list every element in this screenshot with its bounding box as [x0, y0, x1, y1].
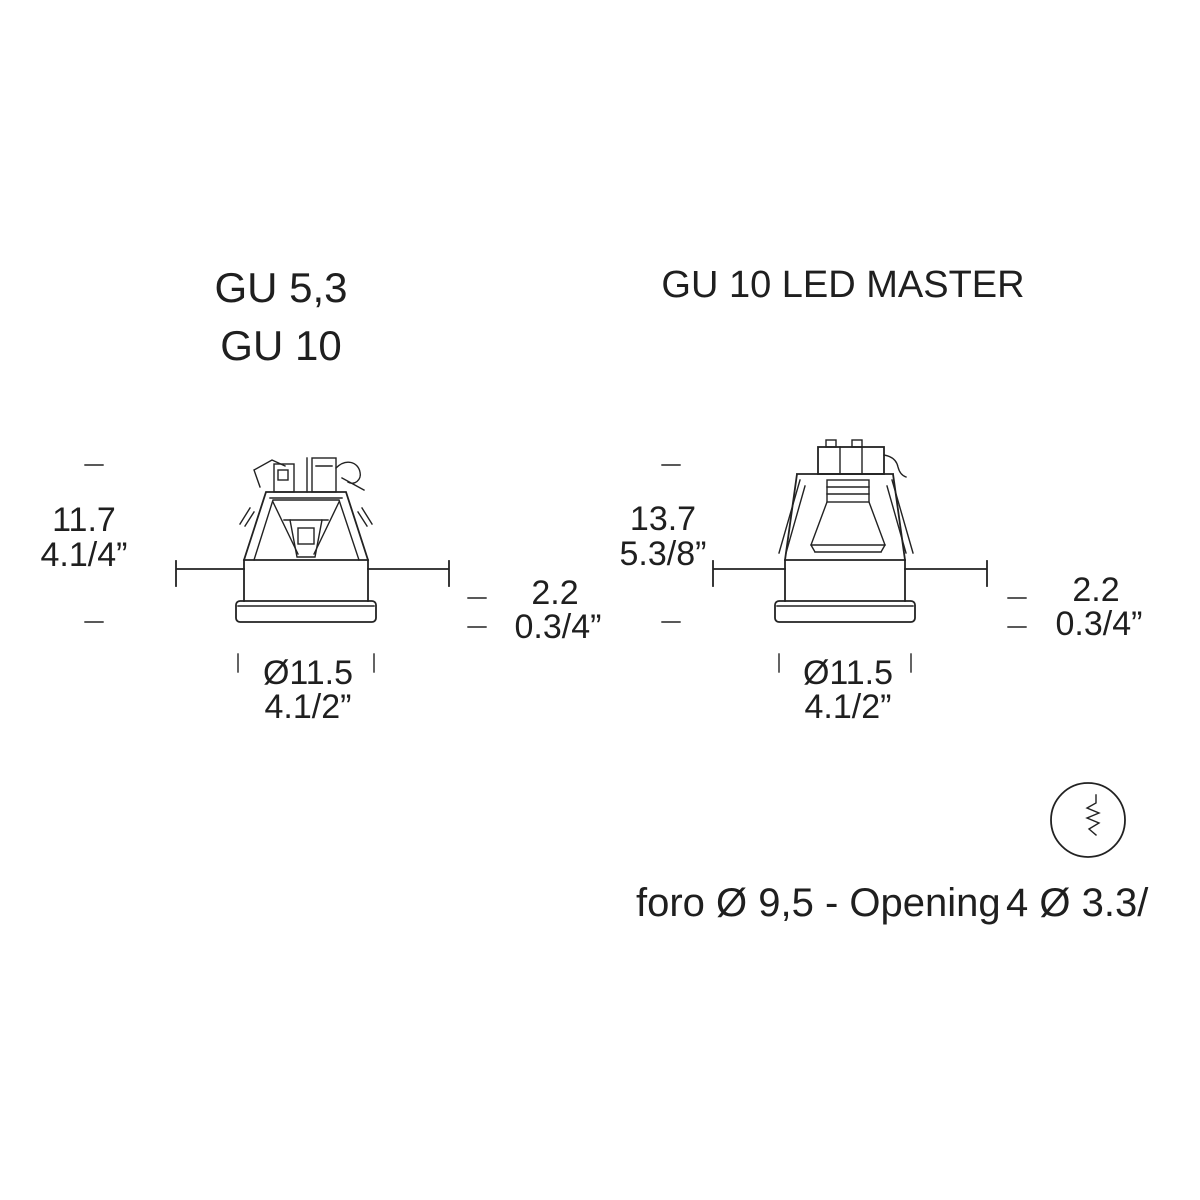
left-fixture-title-line2: GU 10 [220, 322, 341, 369]
left-ceiling-line-left [175, 560, 245, 587]
right-fixture-dim-ticks [661, 464, 1027, 673]
left-dia-mm: Ø11.5 [263, 654, 353, 692]
left-fixture-dim-ticks [84, 464, 487, 673]
spring-icon-zigzag [1085, 794, 1101, 836]
left-fixture-drawing [175, 457, 450, 623]
left-lamp-body [289, 519, 323, 558]
right-ceiling-line-left [712, 560, 786, 587]
right-spring-arm-left [778, 479, 806, 554]
right-terminal-dividers [839, 446, 863, 475]
right-fixture-drawing [712, 439, 988, 623]
right-recessed-can [784, 559, 906, 602]
left-housing-outer [242, 491, 370, 562]
right-lamp-ribs [826, 486, 870, 495]
left-housing-inner [253, 499, 360, 561]
left-fixture-title-line1: GU 5,3 [214, 264, 347, 311]
right-dia-in: 4.1/2” [805, 688, 892, 726]
opening-caption-part1: foro Ø 9,5 - Opening [636, 881, 1001, 925]
right-lamp-neck [826, 479, 870, 503]
left-depth-mm: 2.2 [531, 574, 578, 612]
left-top-wire-tail [341, 477, 365, 491]
left-depth-in: 0.3/4” [515, 608, 602, 646]
right-terminal-tab-left [825, 439, 837, 448]
right-fixture-title: GU 10 LED MASTER [661, 264, 1024, 306]
left-dia-in: 4.1/2” [265, 688, 352, 726]
right-height-in: 5.3/8” [620, 535, 707, 573]
spring-icon-circle [1050, 782, 1126, 858]
left-recessed-can [243, 559, 369, 602]
right-trim-ring [774, 600, 916, 623]
left-top-clamp-left [273, 463, 295, 493]
right-terminal-block [817, 446, 885, 475]
right-dia-mm: Ø11.5 [803, 654, 893, 692]
left-height-mm: 11.7 [52, 501, 116, 539]
left-top-wire-hook [335, 461, 362, 484]
right-lamp-flare [810, 501, 886, 553]
right-wire-squiggle [883, 454, 907, 478]
right-depth-mm: 2.2 [1072, 571, 1119, 609]
left-spring-clip-left [239, 507, 255, 527]
left-ceiling-line-right [367, 560, 450, 587]
left-height-in: 4.1/4” [41, 536, 128, 574]
left-spring-clip-right [357, 507, 373, 527]
opening-caption-part2: 4 Ø 3.3/ [1006, 881, 1149, 925]
right-spring-arm-right [886, 479, 914, 554]
right-ceiling-line-right [904, 560, 988, 587]
right-depth-in: 0.3/4” [1056, 605, 1143, 643]
left-top-wire-left [253, 459, 286, 488]
left-top-clamp-right [311, 457, 337, 493]
left-lamp-detail [297, 527, 315, 545]
left-trim-ring [235, 600, 377, 623]
left-top-clamp-left-detail [277, 469, 289, 481]
right-height-mm: 13.7 [630, 500, 696, 538]
right-terminal-tab-right [851, 439, 863, 448]
left-lamp-diagonals [272, 501, 340, 555]
spring-clip-icon [1050, 782, 1126, 858]
